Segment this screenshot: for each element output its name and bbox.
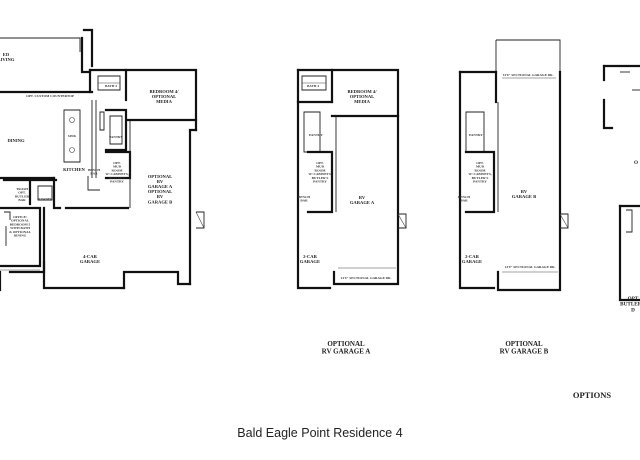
label-a-pantry: PANTRY <box>309 133 323 137</box>
label-b-door-top: 14'0" SECTIONAL GARAGE DR. <box>503 73 554 77</box>
label-options-partial: O <box>634 160 638 166</box>
option-b-plan <box>458 39 569 292</box>
label-b-pantry: PANTRY <box>469 133 483 137</box>
options-heading: OPTIONS <box>573 390 612 400</box>
label-pantry: PANTRY <box>109 135 123 139</box>
label-island-note: OPT. CUSTOM COUNTERTOP <box>26 94 74 98</box>
label-b-door-bottom: 14'0" SECTIONAL GARAGE DR. <box>505 265 556 269</box>
plan-caption: Bald Eagle Point Residence 4 <box>237 426 403 440</box>
option-a-plan <box>296 68 407 290</box>
options-partial-plan <box>602 64 640 302</box>
label-sink: SINK <box>68 134 77 138</box>
label-powder: POWDER <box>37 197 53 201</box>
label-bath-4: BATH 4 <box>105 84 117 88</box>
label-a-bath-4: BATH 4 <box>307 84 319 88</box>
option-b-labels: 14'0" SECTIONAL GARAGE DR. PANTRY OPT.MU… <box>458 73 556 356</box>
label-kitchen: KITCHEN <box>63 167 85 172</box>
label-covered-living: EDLIVING <box>0 52 15 62</box>
label-a-door-note: 14'0" SECTIONAL GARAGE DR. <box>341 276 392 280</box>
main-plan-labels: EDLIVING BATH 4 BEDROOM 4/OPTIONALMEDIA … <box>0 52 179 264</box>
label-dining: DINING <box>7 138 25 143</box>
main-floor-plan <box>0 28 205 292</box>
